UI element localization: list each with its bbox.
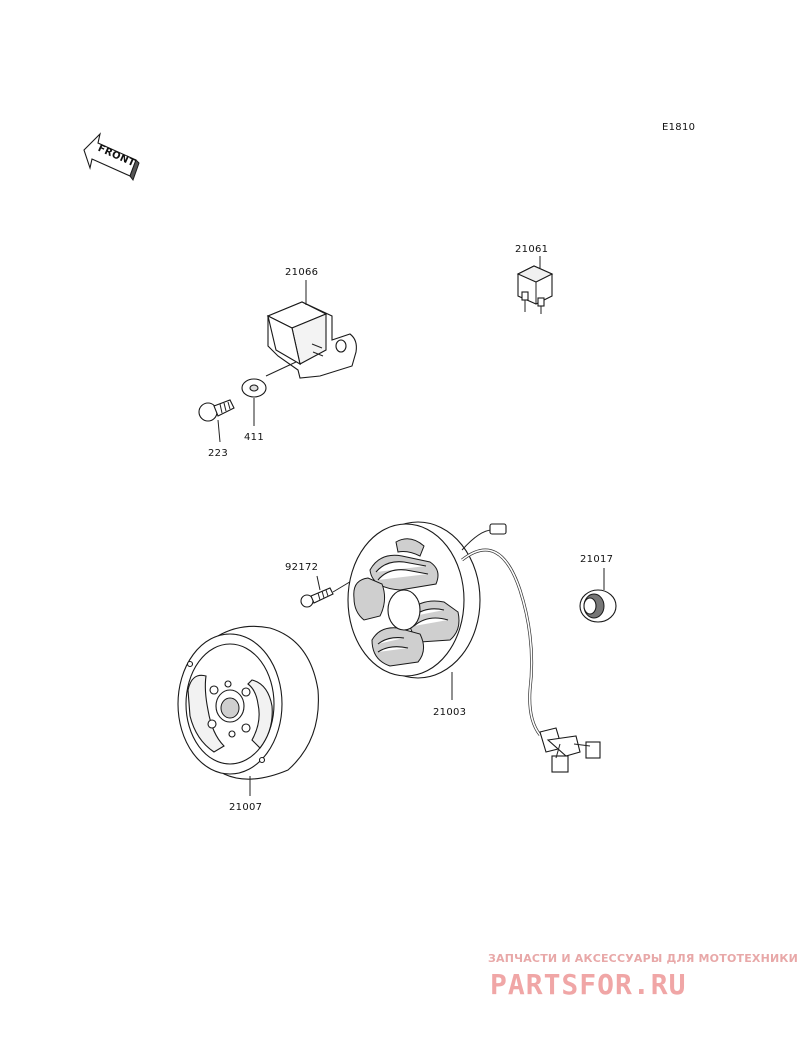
grommet-21017[interactable] (579, 568, 617, 623)
watermark-brand: PARTSFOR.RU (490, 968, 686, 1001)
stator-coils (353, 538, 460, 667)
part-number-411: 411 (244, 432, 264, 443)
part-number-92172: 92172 (285, 562, 318, 573)
diagram-code: E1810 (662, 122, 695, 133)
watermark: ЗАПЧАСТИ И АКСЕССУАРЫ ДЛЯ МОТОТЕХНИКИ PA… (488, 952, 798, 1001)
screw-92172[interactable] (300, 575, 359, 608)
watermark-tagline: ЗАПЧАСТИ И АКСЕССУАРЫ ДЛЯ МОТОТЕХНИКИ (488, 952, 798, 965)
stator-21003[interactable] (347, 521, 601, 773)
part-number-21066: 21066 (285, 267, 318, 278)
relay-21061[interactable] (516, 256, 554, 314)
part-number-223: 223 (208, 448, 228, 459)
regulator-21066[interactable] (265, 280, 357, 379)
front-arrow-icon: FRONT (83, 132, 140, 182)
part-number-21007: 21007 (229, 802, 262, 813)
bolt-223[interactable] (198, 399, 235, 443)
part-number-21061: 21061 (515, 244, 548, 255)
washer-411[interactable] (241, 378, 267, 426)
part-number-21003: 21003 (433, 707, 466, 718)
flywheel-21007[interactable] (177, 625, 319, 796)
part-number-21017: 21017 (580, 554, 613, 565)
